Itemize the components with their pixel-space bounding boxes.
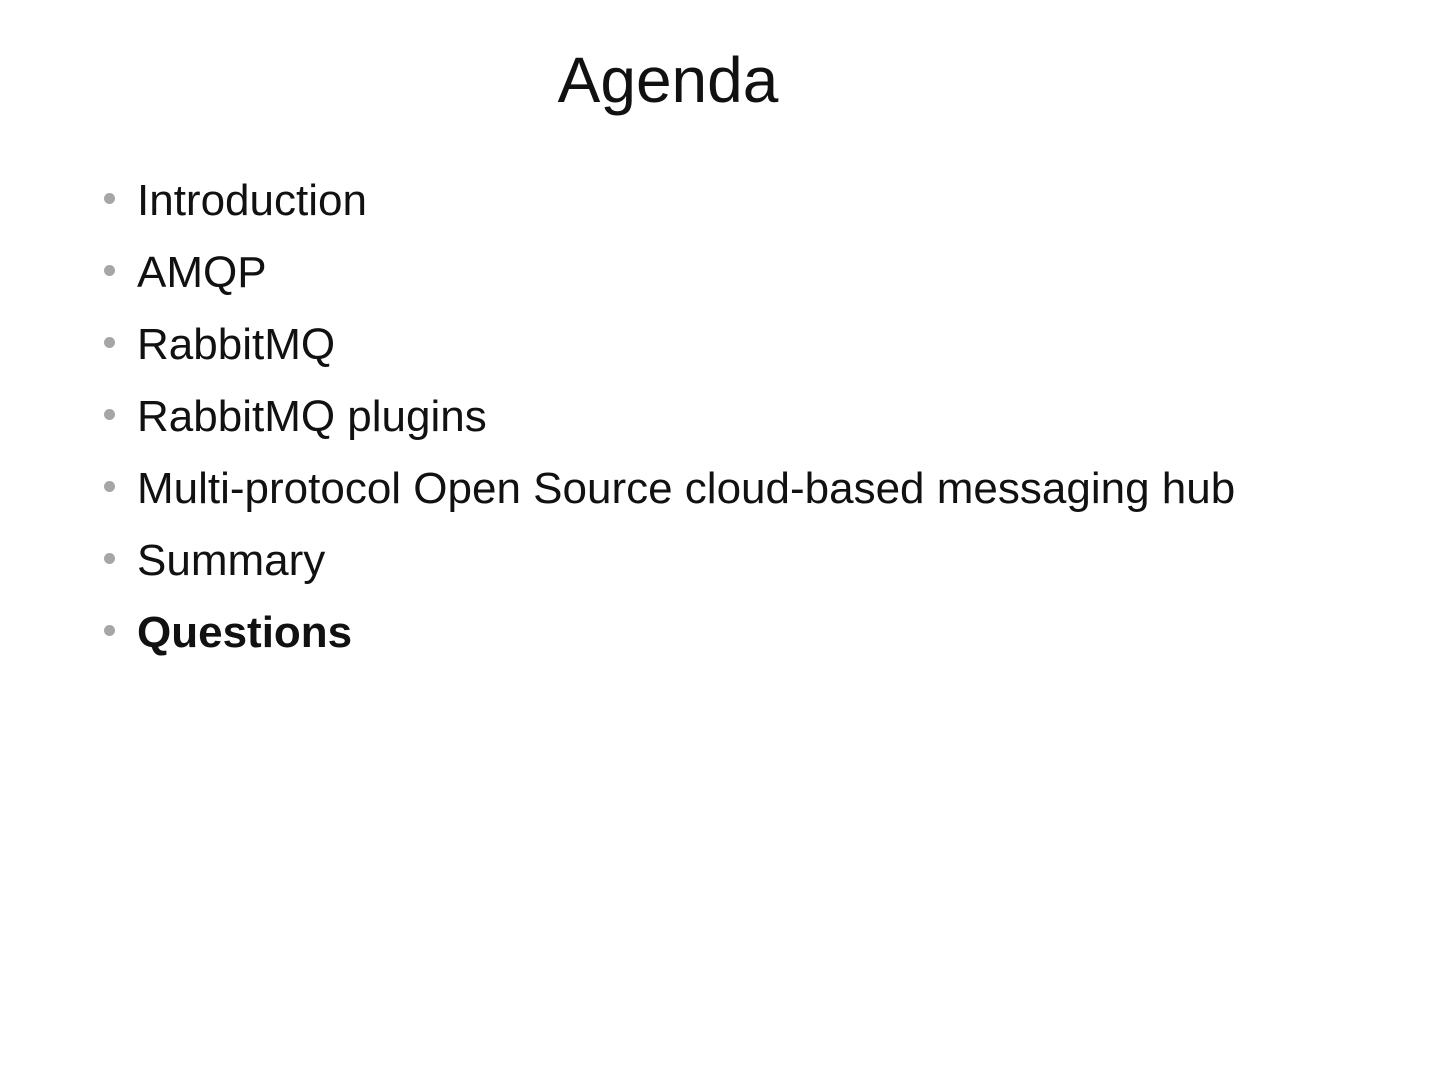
- slide-title: Agenda: [557, 44, 779, 116]
- bullet-icon: [104, 193, 115, 205]
- bullet-icon: [104, 337, 115, 349]
- list-item: Multi-protocol Open Source cloud-based m…: [0, 454, 1440, 526]
- list-item: Questions: [0, 598, 1440, 670]
- bullet-label: Summary: [137, 536, 326, 586]
- bullet-label: Questions: [137, 608, 353, 658]
- bullet-icon: [104, 265, 115, 277]
- list-item: Summary: [0, 526, 1440, 598]
- list-item: Introduction: [0, 166, 1440, 238]
- list-item: RabbitMQ: [0, 310, 1440, 382]
- bullet-icon: [104, 409, 115, 421]
- bullet-label: AMQP: [137, 248, 267, 298]
- bullet-label: Multi-protocol Open Source cloud-based m…: [137, 464, 1236, 514]
- list-item: AMQP: [0, 238, 1440, 310]
- bullet-label: Introduction: [137, 176, 367, 226]
- bullet-icon: [104, 481, 115, 493]
- bullet-label: RabbitMQ plugins: [137, 392, 487, 442]
- bullet-label: RabbitMQ: [137, 320, 336, 370]
- bullet-icon: [104, 625, 115, 637]
- bullet-icon: [104, 553, 115, 565]
- list-item: RabbitMQ plugins: [0, 382, 1440, 454]
